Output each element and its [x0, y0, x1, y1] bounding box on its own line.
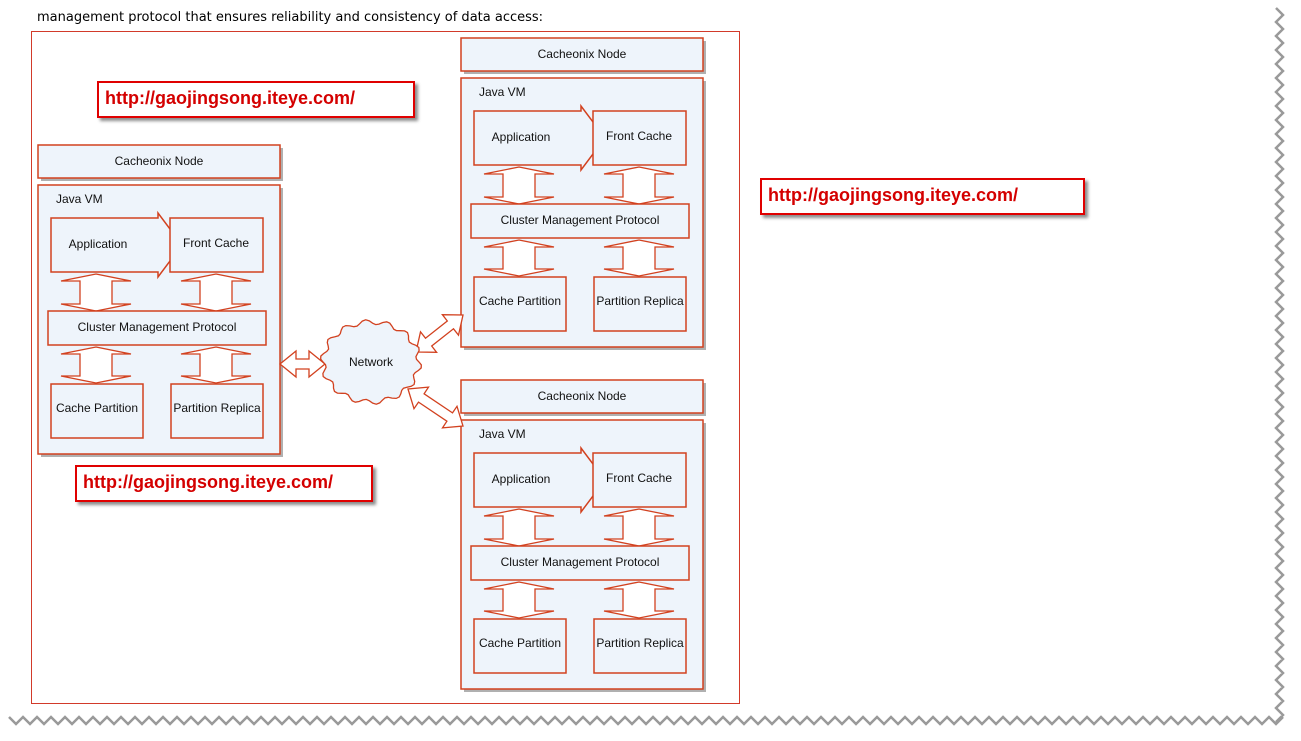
bidirectional-arrow — [483, 239, 555, 277]
node-title-box — [37, 144, 281, 179]
bidirectional-arrow — [603, 581, 675, 619]
network-link-arrow — [415, 314, 464, 353]
node-title: Cacheonix Node — [538, 389, 627, 403]
network-link-arrow — [278, 349, 327, 379]
cluster-protocol-box — [470, 545, 690, 581]
front-cache-label: Front Cache — [183, 236, 249, 250]
cache-partition-box — [473, 276, 567, 332]
intro-text: management protocol that ensures reliabi… — [37, 10, 544, 25]
bidirectional-arrow — [180, 346, 252, 384]
network-cloud — [320, 319, 422, 405]
cluster-protocol-label: Cluster Management Protocol — [501, 555, 660, 569]
application-label: Application — [69, 237, 128, 251]
cache-partition-box — [50, 383, 144, 439]
front-cache-box — [169, 217, 264, 273]
front-cache-label: Front Cache — [606, 471, 672, 485]
bidirectional-arrow — [60, 346, 132, 384]
bidirectional-arrow — [603, 239, 675, 277]
cluster-protocol-box — [470, 203, 690, 239]
cluster-protocol-label: Cluster Management Protocol — [78, 320, 237, 334]
front-cache-box — [592, 110, 687, 166]
watermark-url: http://gaojingsong.iteye.com/ — [75, 465, 373, 502]
partition-replica-label: Partition Replica — [173, 401, 261, 415]
partition-replica-box — [593, 276, 687, 332]
bidirectional-arrow — [483, 581, 555, 619]
network-label: Network — [349, 355, 394, 369]
node-title-box — [460, 37, 704, 72]
watermark-url: http://gaojingsong.iteye.com/ — [760, 178, 1085, 215]
java-vm-label: Java VM — [479, 427, 526, 441]
front-cache-label: Front Cache — [606, 129, 672, 143]
partition-replica-label: Partition Replica — [596, 636, 684, 650]
torn-edge-bottom — [8, 715, 1284, 726]
cache-partition-label: Cache Partition — [479, 636, 561, 650]
front-cache-box — [592, 452, 687, 508]
node-title-box — [460, 379, 704, 414]
java-vm-label: Java VM — [56, 192, 103, 206]
network-link-arrow — [407, 386, 464, 429]
application-label: Application — [492, 130, 551, 144]
node-title: Cacheonix Node — [538, 47, 627, 61]
node-title: Cacheonix Node — [115, 154, 204, 168]
watermark-url: http://gaojingsong.iteye.com/ — [97, 81, 415, 118]
cluster-protocol-label: Cluster Management Protocol — [501, 213, 660, 227]
torn-edge-right — [1274, 7, 1285, 723]
cluster-protocol-box — [47, 310, 267, 346]
diagram-frame — [31, 31, 740, 704]
cache-partition-label: Cache Partition — [479, 294, 561, 308]
partition-replica-box — [170, 383, 264, 439]
cache-partition-box — [473, 618, 567, 674]
application-label: Application — [492, 472, 551, 486]
partition-replica-box — [593, 618, 687, 674]
java-vm-label: Java VM — [479, 85, 526, 99]
partition-replica-label: Partition Replica — [596, 294, 684, 308]
cache-partition-label: Cache Partition — [56, 401, 138, 415]
